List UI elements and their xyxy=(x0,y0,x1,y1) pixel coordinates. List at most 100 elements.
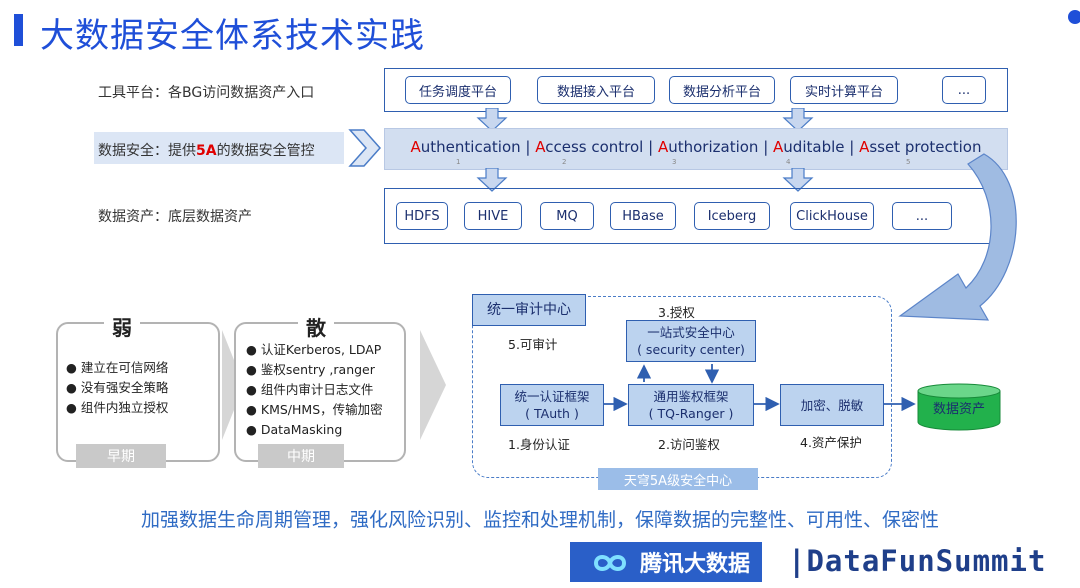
fivea-number: 1 xyxy=(456,158,461,166)
tencent-bigdata-logo: 腾讯大数据 xyxy=(570,542,762,582)
title-accent-bar xyxy=(14,14,23,46)
fivea-number: 2 xyxy=(562,158,567,166)
stage-card-list: ● 认证Kerberos, LDAP ● 鉴权sentry ,ranger ● … xyxy=(246,340,383,440)
security-center-box: 一站式安全中心 ( security center) xyxy=(626,320,756,362)
list-item: ● DataMasking xyxy=(246,422,343,437)
fivea-word: uthorization xyxy=(668,138,759,156)
box-line: ( TQ-Ranger ) xyxy=(648,406,734,421)
security-label-background xyxy=(94,132,344,164)
fivea-separator: | xyxy=(758,138,774,156)
list-item-text: 认证Kerberos, LDAP xyxy=(260,342,382,357)
chevron-right-icon xyxy=(348,129,382,167)
fivea-separator: | xyxy=(643,138,658,156)
fivea-initial: A xyxy=(410,138,421,156)
fivea-word: ccess control xyxy=(545,138,644,156)
fivea-initial: A xyxy=(859,138,870,156)
tencent-bigdata-text: 腾讯大数据 xyxy=(639,552,750,577)
tool-platform-pill: 数据接入平台 xyxy=(537,76,655,104)
curved-arrow-icon xyxy=(898,153,1017,321)
list-item: ● 组件内独立授权 xyxy=(66,400,169,415)
list-item-text: 没有强安全策略 xyxy=(80,380,169,395)
stage-card-head: 弱 xyxy=(104,312,140,341)
box-line: ( TAuth ) xyxy=(525,406,579,421)
database-cylinder-icon xyxy=(917,383,1001,431)
tauth-box: 统一认证框架 ( TAuth ) xyxy=(500,384,604,426)
assets-row-label: 数据资产：底层数据资产 xyxy=(98,209,252,225)
arrow-down-icon xyxy=(782,168,814,192)
stage-card-foot: 中期 xyxy=(258,444,344,468)
security-label-emph: 5A xyxy=(196,143,217,159)
page-title: 大数据安全体系技术实践 xyxy=(40,16,425,56)
list-item: ● 没有强安全策略 xyxy=(66,380,169,395)
fivea-number: 5 xyxy=(906,158,911,166)
list-item: ● 认证Kerberos, LDAP xyxy=(246,342,382,357)
arrow-down-icon xyxy=(782,108,814,132)
authz-caption: 3.授权 xyxy=(658,305,695,320)
list-item: ● 鉴权sentry ,ranger xyxy=(246,362,375,377)
tool-platform-pill: 实时计算平台 xyxy=(790,76,898,104)
arrow-down-icon xyxy=(476,108,508,132)
fivea-initial: A xyxy=(657,138,669,156)
fivea-separator: | xyxy=(520,138,536,156)
stage-card-head: 散 xyxy=(298,312,334,341)
data-asset-pill: HBase xyxy=(610,202,676,230)
list-item: ● KMS/HMS，传输加密 xyxy=(246,402,383,417)
tool-platform-more-pill: ... xyxy=(942,76,986,104)
list-item: ● 建立在可信网络 xyxy=(66,360,169,375)
infinity-logo-icon xyxy=(593,555,627,571)
corner-badge-icon xyxy=(1068,10,1080,24)
box-line: ( security center) xyxy=(637,342,745,357)
fivea-word: sset protection xyxy=(869,138,982,156)
arrow-down-icon xyxy=(476,168,508,192)
security-label-suffix: 的数据安全管控 xyxy=(216,143,315,159)
encrypt-caption: 4.资产保护 xyxy=(800,435,862,450)
fivea-initial: A xyxy=(535,138,546,156)
tool-platform-pill: 任务调度平台 xyxy=(405,76,511,104)
security-center-footer: 天穹5A级安全中心 xyxy=(598,468,758,490)
fivea-initial: A xyxy=(773,138,784,156)
tauth-caption: 1.身份认证 xyxy=(508,437,570,452)
datafun-summit-logo: |DataFunSummit xyxy=(788,544,1047,578)
summary-text: 加强数据生命周期管理，强化风险识别、监控和处理机制，保障数据的完整性、可用性、保… xyxy=(140,509,939,531)
tools-row-label: 工具平台：各BG访问数据资产入口 xyxy=(98,85,315,101)
list-item-text: 组件内审计日志文件 xyxy=(260,382,374,397)
flow-arrows-icon xyxy=(604,364,916,412)
list-item-text: 组件内独立授权 xyxy=(80,400,169,415)
data-asset-pill: Iceberg xyxy=(694,202,770,230)
encrypt-box: 加密、脱敏 xyxy=(780,384,884,426)
list-item-text: 鉴权sentry ,ranger xyxy=(260,362,375,377)
stage-card-foot: 早期 xyxy=(76,444,166,468)
audit-center-box: 统一审计中心 xyxy=(472,294,586,326)
fivea-separator: | xyxy=(844,138,860,156)
tool-platforms-frame xyxy=(384,68,1008,112)
fivea-number: 4 xyxy=(786,158,791,166)
audit-caption: 5.可审计 xyxy=(508,337,558,352)
ranger-box: 通用鉴权框架 ( TQ-Ranger ) xyxy=(628,384,754,426)
list-item-text: 建立在可信网络 xyxy=(80,360,169,375)
chevron-right-icon xyxy=(420,330,446,440)
fivea-word: uthentication xyxy=(420,138,521,156)
data-asset-label: 数据资产 xyxy=(932,402,985,417)
ranger-caption: 2.访问鉴权 xyxy=(658,437,720,452)
box-line: 通用鉴权框架 xyxy=(653,389,729,404)
fivea-text: Authentication | Access control | Author… xyxy=(384,138,1008,156)
list-item: ● 组件内审计日志文件 xyxy=(246,382,374,397)
list-item-text: KMS/HMS，传输加密 xyxy=(260,402,383,417)
chevron-right-icon xyxy=(222,330,244,440)
box-line: 一站式安全中心 xyxy=(647,325,735,340)
fivea-word: uditable xyxy=(783,138,845,156)
data-asset-pill: HIVE xyxy=(464,202,522,230)
stage-card-middle xyxy=(234,322,406,462)
box-line: 统一认证框架 xyxy=(514,389,590,404)
data-asset-pill: MQ xyxy=(540,202,594,230)
security-row-label: 数据安全：提供5A的数据安全管控 xyxy=(98,140,315,160)
stage-card-list: ● 建立在可信网络 ● 没有强安全策略 ● 组件内独立授权 xyxy=(66,358,168,418)
data-asset-pill: ClickHouse xyxy=(790,202,874,230)
data-asset-pill: HDFS xyxy=(396,202,448,230)
data-asset-more-pill: ... xyxy=(892,202,952,230)
fivea-band xyxy=(384,128,1008,170)
fivea-number: 3 xyxy=(672,158,677,166)
list-item-text: DataMasking xyxy=(260,422,343,437)
tool-platform-pill: 数据分析平台 xyxy=(669,76,775,104)
security-label-prefix: 数据安全：提供 xyxy=(98,143,196,159)
